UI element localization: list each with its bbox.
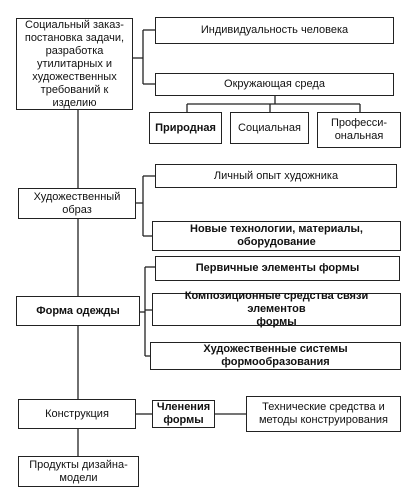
box-social-environment: Социальная (230, 112, 309, 144)
box-professional-environment: Професси- ональная (317, 112, 401, 148)
box-social-order: Социальный заказ- постановка задачи, раз… (16, 18, 133, 110)
box-art-systems: Художественные системы формообразования (150, 342, 401, 370)
box-technical-means: Технические средства и методы конструиро… (246, 396, 401, 432)
box-natural-environment: Природная (149, 112, 222, 144)
box-art-image: Художественный образ (18, 188, 136, 219)
box-form-divisions: Членения формы (152, 400, 215, 428)
box-environment: Окружающая среда (155, 73, 394, 96)
box-composition-means: Композиционные средства связи элементов … (152, 290, 401, 328)
box-primary-elements: Первичные элементы формы (155, 256, 400, 281)
box-construction: Конструкция (18, 399, 136, 429)
box-clothing-form: Форма одежды (16, 296, 140, 326)
box-design-products: Продукты дизайна- модели (18, 456, 139, 487)
box-personal-experience: Личный опыт художника (155, 164, 397, 188)
box-new-technologies: Новые технологии, материалы, оборудовани… (152, 221, 401, 251)
box-individuality: Индивидуальность человека (155, 17, 394, 44)
